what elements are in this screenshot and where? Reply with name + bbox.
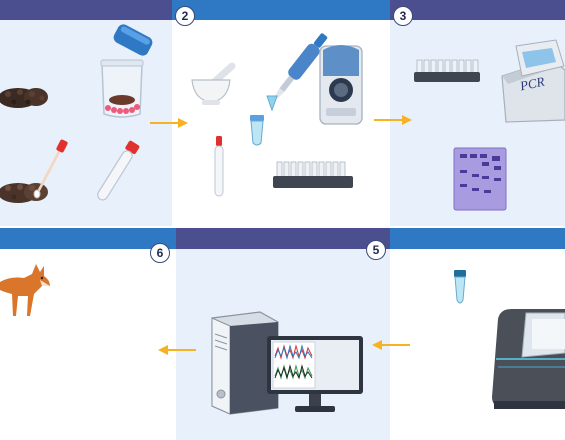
tube-rack-icon <box>273 161 353 188</box>
gel-icon <box>453 147 507 211</box>
pipette-icon <box>266 33 328 112</box>
step-badge-3: 3 <box>393 6 413 26</box>
fecal-sample-icon <box>0 88 48 108</box>
tube-icon <box>250 115 264 146</box>
arrow-step5-to-step6 <box>158 345 196 355</box>
header-band-6 <box>0 228 176 249</box>
swab-icon <box>33 139 68 199</box>
mortar-pestle-icon <box>191 62 236 105</box>
centrifuge-icon <box>319 45 363 125</box>
tube-rack-icon <box>414 59 480 82</box>
tube-icon <box>454 270 466 304</box>
arrow-step4-to-step5 <box>372 340 410 350</box>
pcr-machine-icon <box>501 39 565 123</box>
arrow-step2-to-step3 <box>374 115 412 125</box>
monitor-icon <box>267 336 363 412</box>
step-badge-2: 2 <box>175 6 195 26</box>
step-badge-5: 5 <box>366 240 386 260</box>
header-band-3 <box>390 0 565 20</box>
sequencer-icon <box>492 309 565 409</box>
tube-icon <box>97 140 140 201</box>
header-band-4 <box>390 228 565 249</box>
step-badge-6: 6 <box>150 243 170 263</box>
fox-icon <box>0 264 50 316</box>
swab-icon <box>214 136 224 197</box>
arrow-step1-to-step2 <box>150 118 188 128</box>
sample-jar-icon <box>100 24 153 118</box>
header-band-5 <box>176 228 390 249</box>
header-band-2 <box>172 0 390 20</box>
computer-tower-icon <box>211 311 279 415</box>
header-band-1 <box>0 0 172 20</box>
